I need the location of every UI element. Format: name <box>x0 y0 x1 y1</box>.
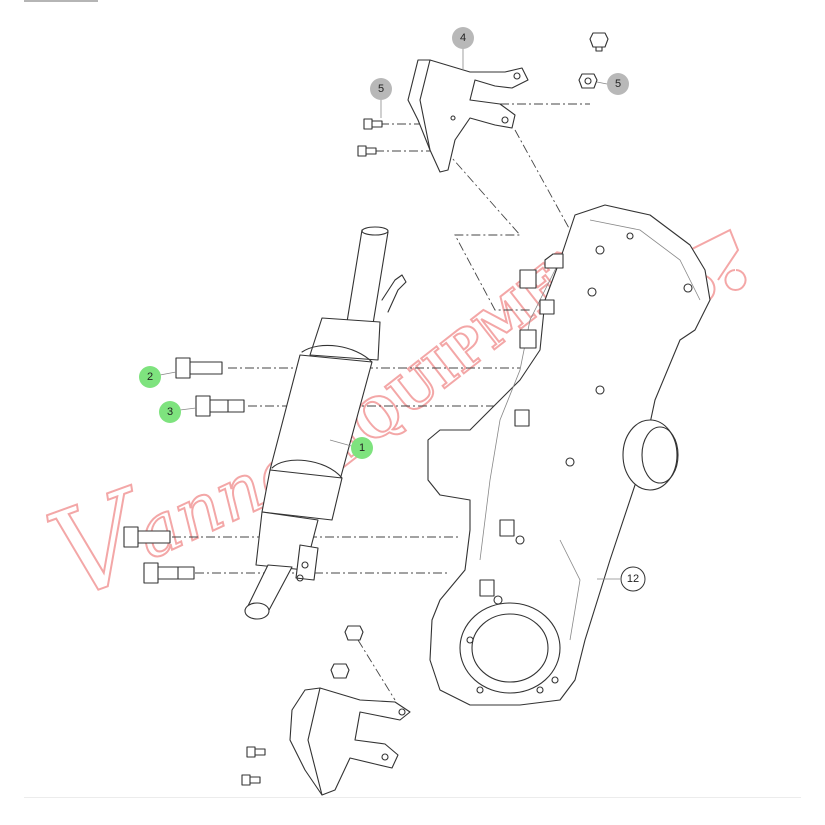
callout-5-left: 5 <box>370 78 392 118</box>
callout-2-label: 2 <box>147 371 153 383</box>
bottom-divider <box>24 797 801 798</box>
callout-12-label: 12 <box>627 573 639 585</box>
housing-bosses <box>466 232 693 694</box>
callout-1: 1 <box>351 437 373 459</box>
callout-3-label: 3 <box>167 406 173 418</box>
top-divider <box>24 0 98 2</box>
callout-1-label: 1 <box>359 442 365 454</box>
upper-bracket <box>407 59 529 173</box>
fasteners-top <box>357 32 609 157</box>
callout-5-right-label: 5 <box>615 78 621 90</box>
callout-4: 4 <box>452 27 474 70</box>
callout-5-left-label: 5 <box>378 83 384 95</box>
callout-5-right: 5 <box>596 73 629 95</box>
steering-cylinder <box>244 226 407 620</box>
lower-bracket <box>241 625 411 796</box>
callout-12: 12 <box>597 566 646 592</box>
axle-housing <box>427 204 711 706</box>
callout-3: 3 <box>159 401 197 423</box>
callout-2: 2 <box>139 366 177 388</box>
bolts-left <box>123 357 245 584</box>
callout-4-label: 4 <box>460 32 466 44</box>
